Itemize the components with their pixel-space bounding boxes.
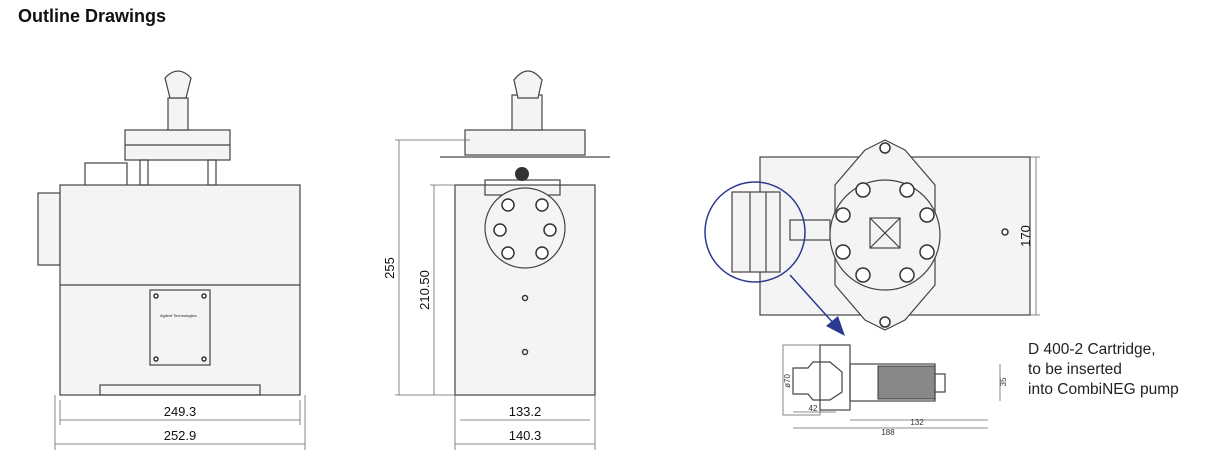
plate-logo: Agilent Technologies [160, 313, 197, 318]
dim-side-height: 255 [382, 257, 397, 279]
top-view: 170 [704, 139, 1040, 336]
valve-handle-icon [164, 70, 192, 99]
caption-line: into CombiNEG pump [1028, 381, 1179, 398]
page-title: Outline Drawings [18, 6, 167, 26]
callout-arrow-icon [826, 316, 845, 336]
dim-front-inner: 249.3 [164, 404, 197, 419]
dim-cartridge-diameter: ø70 [783, 374, 792, 388]
callout-circle [704, 181, 806, 283]
cartridge-drawing: ø70 35 42 132 188 [782, 344, 1008, 437]
caption-line: to be inserted [1028, 361, 1122, 378]
caption-line: D 400-2 Cartridge, [1028, 341, 1156, 358]
dim-side-inner: 133.2 [509, 404, 542, 419]
dim-front-outer: 252.9 [164, 428, 197, 443]
dim-side-outer: 140.3 [509, 428, 542, 443]
dim-side-body-height: 210.50 [417, 270, 432, 310]
dim-cartridge-b: 132 [910, 418, 924, 427]
side-view: 255 210.50 133.2 140.3 [382, 70, 610, 450]
dim-cartridge-a: 42 [809, 404, 818, 413]
label-plate [149, 289, 211, 366]
dim-cartridge-total: 188 [881, 428, 895, 437]
front-view: Agilent Technologies 249.3 252.9 [37, 70, 306, 450]
dim-top-depth: 170 [1018, 225, 1033, 247]
cartridge-caption: D 400-2 Cartridge, to be inserted into C… [1028, 340, 1179, 400]
dim-cartridge-height: 35 [999, 377, 1008, 386]
